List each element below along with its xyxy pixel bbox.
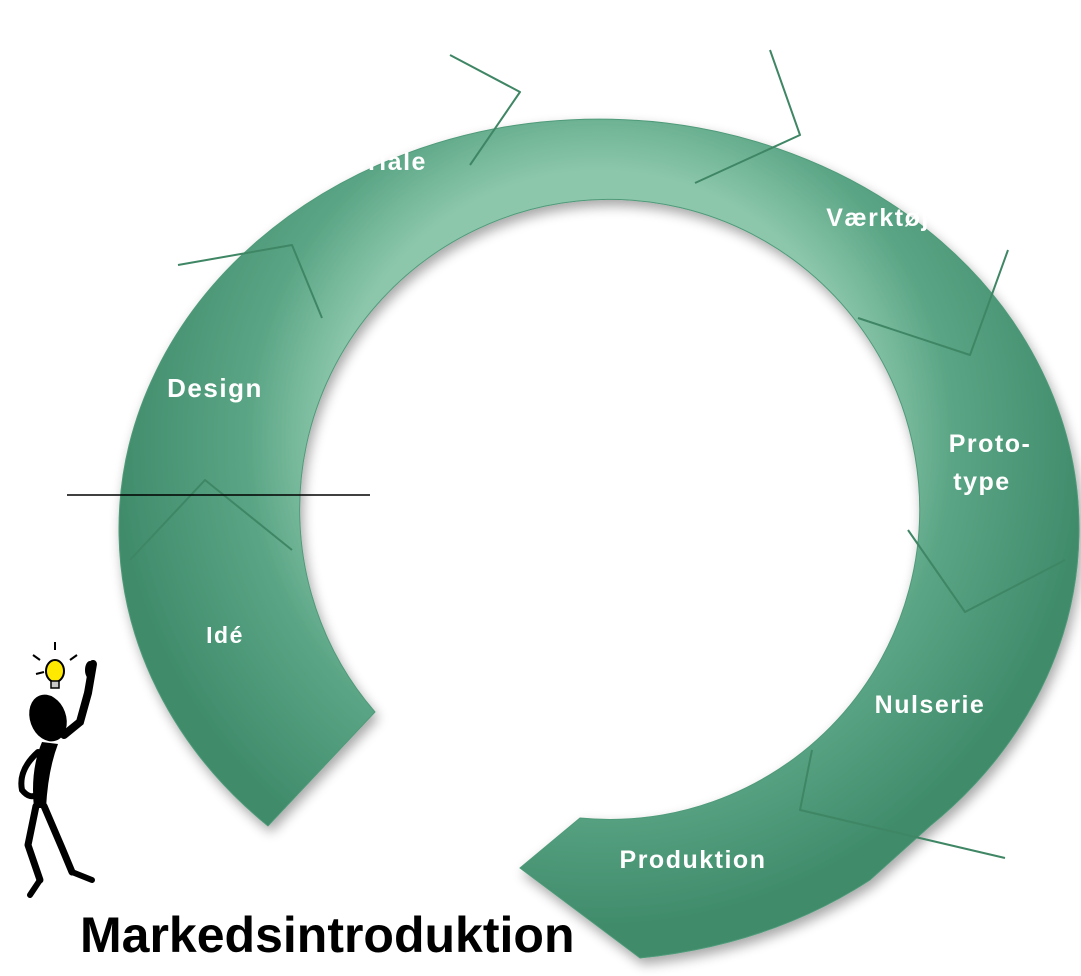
stage-label-produktion: Produktion — [620, 846, 767, 874]
light-bulb-icon — [32, 642, 78, 689]
stage-label-nulserie: Nulserie — [875, 691, 986, 719]
stage-label-ide: Idé — [206, 622, 244, 648]
divider-prototype-nulserie — [907, 529, 1066, 613]
divider-nulserie-produktion — [799, 749, 1006, 859]
divider-ide-design — [129, 479, 293, 561]
divider-materiale-konstruktion — [449, 54, 521, 166]
stage-label-materiale: Materiale — [305, 148, 427, 176]
stage-label-prototype-line1: Proto- — [949, 430, 1032, 458]
stage-label-konstruktion: Konstruktion — [560, 85, 740, 115]
process-ring — [118, 118, 1080, 959]
stick-figure-icon — [18, 642, 97, 898]
stage-label-prototype-line2: type — [953, 468, 1010, 496]
divider-vaerktoj-prototype — [857, 249, 1009, 356]
stage-dividers — [129, 49, 1066, 859]
stage-label-vaerktoj: Værktøj — [826, 204, 930, 232]
stage-label-design: Design — [167, 373, 263, 403]
market-introduction-label: Markedsintroduktion — [80, 907, 575, 963]
stage-labels: Idé Design Materiale Konstruktion Værktø… — [167, 85, 1032, 874]
divider-design-materiale — [177, 244, 323, 319]
divider-konstruktion-vaerktoj — [694, 49, 801, 184]
